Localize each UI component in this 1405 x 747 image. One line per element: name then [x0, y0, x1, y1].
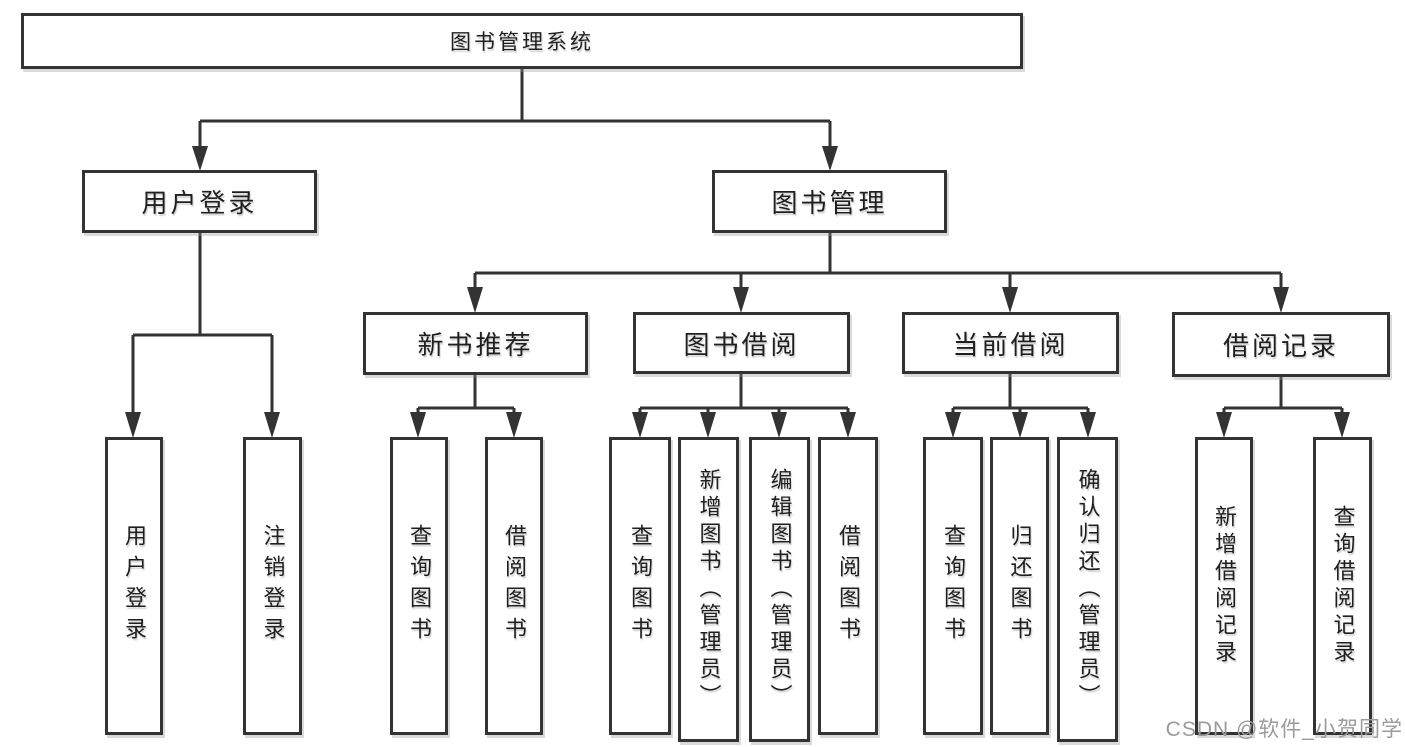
- node-leaf-br-add-record: 新增借阅记录: [1195, 437, 1253, 735]
- node-leaf-nb-borrow-books: 借阅图书: [485, 437, 543, 735]
- node-leaf-bb-query-books: 查询图书: [609, 437, 671, 735]
- node-new-book-recommend: 新书推荐: [363, 312, 588, 375]
- node-borrow-records-label: 借阅记录: [1222, 331, 1339, 361]
- node-leaf-cb-query-books-label: 查询图书: [941, 524, 966, 648]
- node-leaf-nb-query-books: 查询图书: [390, 437, 448, 735]
- node-leaf-br-query-record: 查询借阅记录: [1313, 437, 1372, 735]
- node-leaf-cb-return-books: 归还图书: [990, 437, 1049, 735]
- node-leaf-cb-return-books-label: 归还图书: [1007, 524, 1033, 648]
- node-user-login-label: 用户登录: [141, 188, 258, 218]
- node-leaf-cb-query-books: 查询图书: [923, 437, 983, 735]
- node-current-borrowing-label: 当前借阅: [952, 329, 1069, 360]
- node-book-management: 图书管理: [712, 170, 947, 233]
- node-leaf-logout: 注销登录: [243, 437, 302, 735]
- node-book-management-label: 图书管理: [771, 188, 888, 218]
- node-leaf-bb-borrow-books: 借阅图书: [818, 437, 878, 735]
- connector-mgmt-to-level3: [467, 233, 1289, 313]
- node-current-borrowing: 当前借阅: [902, 312, 1119, 374]
- node-leaf-bb-add-books-admin: 新增图书（管理员）: [678, 437, 739, 742]
- node-leaf-bb-edit-books-admin: 编辑图书（管理员）: [749, 437, 810, 742]
- node-leaf-nb-query-books-label: 查询图书: [407, 524, 432, 648]
- connector-current-children: [945, 374, 1096, 438]
- node-leaf-cb-confirm-return-admin: 确认归还（管理员）: [1057, 437, 1118, 742]
- connector-borrowing-children: [632, 374, 856, 438]
- node-leaf-bb-add-books-admin-label: 新增图书（管理员）: [696, 468, 722, 711]
- connector-login-children: [125, 233, 280, 438]
- node-book-borrowing-label: 图书借阅: [683, 329, 800, 360]
- node-leaf-cb-confirm-return-admin-label: 确认归还（管理员）: [1075, 468, 1101, 711]
- node-leaf-bb-borrow-books-label: 借阅图书: [836, 524, 861, 648]
- node-root-label: 图书管理系统: [450, 31, 594, 54]
- connector-newbooks-children: [410, 374, 522, 438]
- node-leaf-user-login-label: 用户登录: [122, 524, 147, 648]
- node-user-login: 用户登录: [82, 170, 317, 233]
- node-leaf-bb-query-books-label: 查询图书: [628, 524, 653, 648]
- node-leaf-br-add-record-label: 新增借阅记录: [1212, 505, 1237, 667]
- node-leaf-br-query-record-label: 查询借阅记录: [1330, 505, 1356, 667]
- node-leaf-user-login: 用户登录: [105, 437, 163, 735]
- node-root: 图书管理系统: [21, 13, 1023, 69]
- node-new-book-recommend-label: 新书推荐: [417, 330, 534, 360]
- node-borrow-records: 借阅记录: [1172, 312, 1390, 377]
- node-leaf-nb-borrow-books-label: 借阅图书: [502, 524, 527, 648]
- connector-records-children: [1216, 377, 1350, 438]
- connector-root-to-level2: [192, 68, 838, 171]
- node-leaf-logout-label: 注销登录: [260, 524, 286, 648]
- node-leaf-bb-edit-books-admin-label: 编辑图书（管理员）: [767, 468, 793, 711]
- node-book-borrowing: 图书借阅: [633, 312, 850, 374]
- csdn-watermark: CSDN @软件_小贺同学: [1165, 718, 1403, 741]
